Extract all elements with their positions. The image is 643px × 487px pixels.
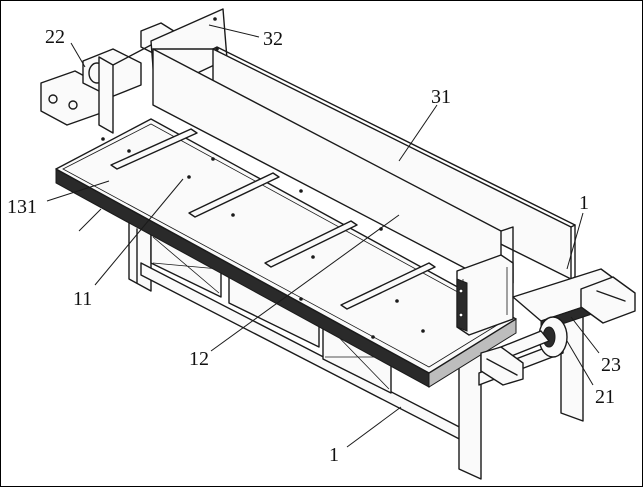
leader-32 <box>208 24 260 38</box>
leader-1-bottom <box>346 406 402 448</box>
label-22: 22 <box>45 26 65 48</box>
label-1-bottom: 1 <box>329 444 339 466</box>
label-11: 11 <box>73 288 92 310</box>
leader-lines <box>46 24 600 448</box>
table-deck <box>55 118 517 388</box>
leader-23 <box>570 316 600 354</box>
label-131: 131 <box>7 196 37 218</box>
lower-bracket <box>480 346 524 386</box>
label-32: 32 <box>263 28 283 50</box>
label-1-right: 1 <box>579 192 589 214</box>
leader-131 <box>46 180 110 202</box>
label-31: 31 <box>431 86 451 108</box>
leader-31 <box>398 104 438 162</box>
deck-holes <box>101 137 425 339</box>
deck-slots <box>110 128 436 310</box>
label-21: 21 <box>595 386 615 408</box>
right-bracket-23 <box>580 276 636 324</box>
leader-12 <box>210 214 400 352</box>
label-23: 23 <box>601 354 621 376</box>
leader-21 <box>566 340 594 386</box>
leader-11 <box>94 178 184 286</box>
leader-22 <box>70 42 86 68</box>
deck-surface <box>55 118 517 374</box>
label-12: 12 <box>189 348 209 370</box>
end-box <box>456 254 514 336</box>
leader-1-right <box>566 212 584 270</box>
right-conveyor <box>480 268 636 386</box>
reference-labels: 22 32 31 1 131 11 12 23 21 1 <box>7 26 621 466</box>
